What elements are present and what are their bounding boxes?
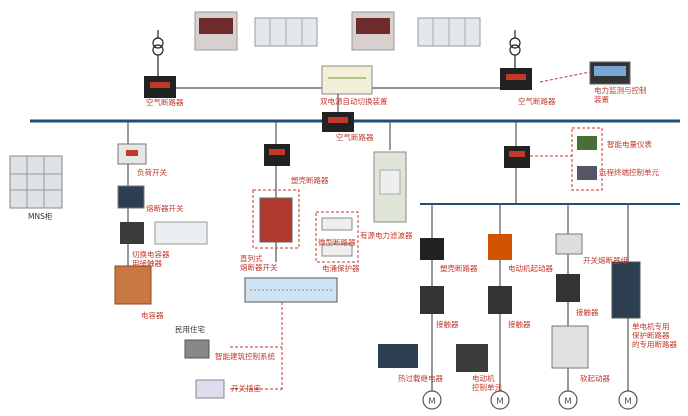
breaker-icon — [144, 76, 176, 98]
label-power-monitor: 电力监测与控制装置 — [594, 86, 647, 104]
breaker-icon — [504, 146, 530, 168]
label-soft-starter: 软起动器 — [580, 374, 610, 383]
label-mccb-branch: 塑壳断路器 — [440, 264, 478, 273]
soft-starter — [551, 325, 589, 369]
label-breaker-left: 空气断路器 — [146, 98, 184, 107]
label-contactor-3: 接触器 — [576, 308, 599, 317]
mini-breaker-box — [315, 211, 359, 263]
switch-socket — [195, 379, 225, 399]
breaker-icon — [500, 68, 532, 90]
label-isolating-switch: 负荷开关 — [137, 168, 167, 177]
label-mini-breaker: 微型断路器 — [318, 238, 356, 247]
label-smart-meter: 智能电量仪表 — [607, 140, 652, 149]
ats-device — [321, 65, 373, 95]
label-series-fuse: 直列式熔断器开关 — [240, 254, 278, 272]
breaker-icon — [420, 238, 444, 260]
switch-fuse-unit — [555, 233, 583, 255]
motor-starter — [488, 234, 512, 260]
motor-icon: M — [618, 390, 638, 410]
label-breaker-right: 空气断路器 — [518, 97, 556, 106]
svg-text:M: M — [564, 397, 572, 407]
label-fuse-switch: 熔断器开关 — [146, 204, 184, 213]
switchgear-photo-4 — [417, 17, 481, 47]
motor-icon: M — [422, 390, 442, 410]
label-thermal-relay: 热过载继电器 — [398, 374, 443, 383]
thermal-relay — [378, 344, 418, 368]
switchgear-photo-1 — [194, 11, 238, 51]
label-switch-socket: 开关插座 — [231, 384, 261, 393]
label-motor-starter: 电动机起动器 — [508, 264, 553, 273]
svg-text:M: M — [624, 397, 632, 407]
residence-icon — [184, 339, 210, 359]
contactor — [120, 222, 144, 244]
monitor-link — [539, 71, 591, 83]
transformer-icon — [152, 30, 164, 78]
svg-text:M: M — [496, 397, 504, 407]
fuse-switch — [117, 185, 145, 209]
label-active-filter: 有源电力滤波器 — [360, 231, 413, 240]
label-mns: MNS柜 — [28, 212, 53, 221]
label-capacitor: 电容器 — [141, 311, 164, 320]
svg-text:M: M — [428, 397, 436, 407]
motor-icon: M — [490, 390, 510, 410]
label-remote-unit: 远程终端控制单元 — [599, 168, 659, 177]
label-surge-protector: 电涌保护器 — [322, 264, 360, 273]
label-motor-ctrl: 电动机控制单元 — [472, 374, 502, 392]
contactor — [488, 286, 512, 314]
meter-group-box — [571, 127, 603, 191]
label-breaker-main: 空气断路器 — [336, 133, 374, 142]
controller-panel — [154, 221, 208, 245]
transformer-icon — [509, 30, 521, 72]
breaker-icon — [322, 112, 354, 132]
contactor — [556, 274, 580, 302]
active-filter-cabinet — [373, 151, 407, 223]
distribution-panel — [244, 277, 338, 303]
series-fuse-box — [252, 189, 300, 249]
breaker-icon — [264, 144, 290, 166]
motor-icon: M — [558, 390, 578, 410]
motor-control-unit — [456, 344, 488, 372]
label-contactor-1: 接触器 — [436, 320, 459, 329]
switchgear-photo-3 — [351, 11, 395, 51]
mns-cabinet — [9, 155, 63, 209]
load-switch — [117, 143, 147, 165]
label-ats: 双电源自动切换装置 — [320, 97, 388, 106]
label-motor-breaker: 单电机专用保护断路器的专用断路器 — [632, 322, 677, 349]
label-residential: 民用住宅 — [175, 325, 205, 334]
capacitor-unit — [114, 265, 152, 305]
label-building-control: 智能建筑控制系统 — [215, 352, 275, 361]
label-cap-contactor: 切换电容器用接触器 — [132, 250, 170, 268]
switchgear-photo-2 — [254, 17, 318, 47]
label-contactor-2: 接触器 — [508, 320, 531, 329]
label-mccb-mid: 塑壳断路器 — [291, 176, 329, 185]
power-monitor-device — [589, 61, 631, 85]
motor-breaker — [611, 261, 641, 319]
contactor — [420, 286, 444, 314]
label-switch-fuse-group: 开关熔断器组 — [583, 256, 628, 265]
